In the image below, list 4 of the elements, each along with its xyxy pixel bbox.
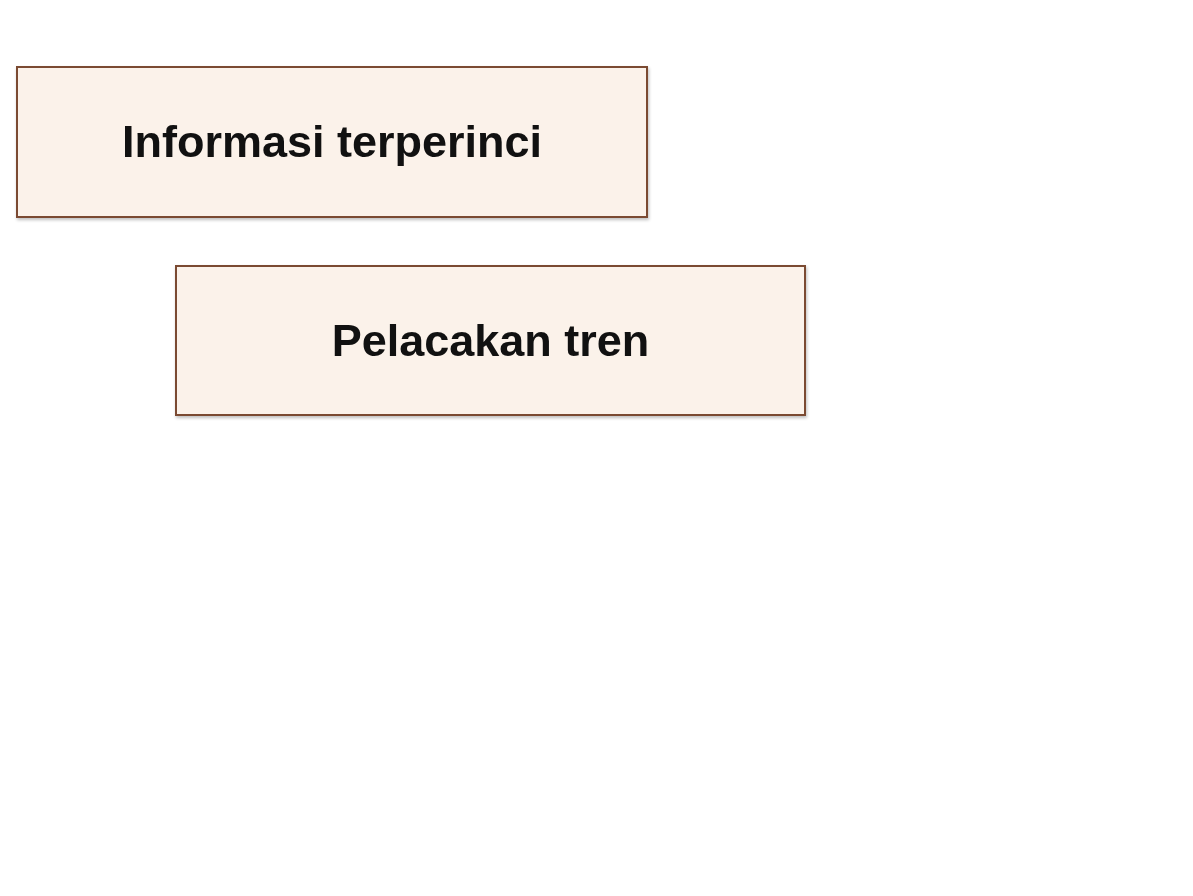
box-label: Informasi terperinci: [121, 116, 543, 168]
box-label: Pelacakan tren: [331, 314, 650, 367]
process-box: [16, 66, 648, 218]
process-box: [175, 265, 806, 416]
